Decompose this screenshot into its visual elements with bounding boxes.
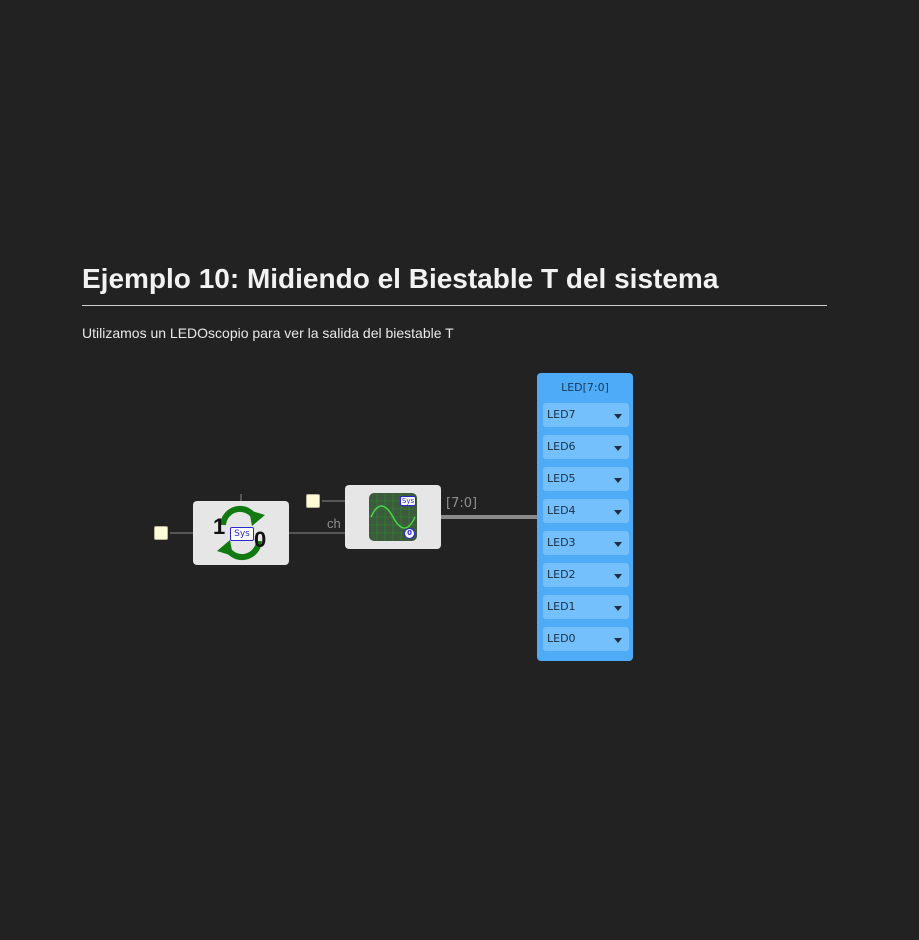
ledoscope-block[interactable]: Sys 0 bbox=[345, 485, 441, 549]
refresh-arrows-icon bbox=[217, 506, 265, 560]
led-select-label: LED1 bbox=[547, 600, 576, 613]
chevron-down-icon bbox=[614, 446, 622, 451]
title-divider bbox=[82, 305, 827, 306]
flipflop-low-value: 0 bbox=[254, 527, 267, 552]
flipflop-sys-badge: Sys bbox=[230, 527, 254, 541]
bus-width-label: [7:0] bbox=[446, 496, 478, 511]
led-select-label: LED6 bbox=[547, 440, 576, 453]
chevron-down-icon bbox=[614, 510, 622, 515]
led-bus-title: LED[7:0] bbox=[561, 381, 609, 394]
chevron-down-icon bbox=[614, 638, 622, 643]
page-description: Utilizamos un LEDOscopio para ver la sal… bbox=[82, 325, 454, 341]
led-select-label: LED4 bbox=[547, 504, 576, 517]
led-select-label: LED2 bbox=[547, 568, 576, 581]
chevron-down-icon bbox=[614, 478, 622, 483]
chevron-down-icon bbox=[614, 414, 622, 419]
system-flipflop-block[interactable]: 1 0 Sys bbox=[193, 501, 289, 565]
led-select-label: LED5 bbox=[547, 472, 576, 485]
chevron-down-icon bbox=[614, 542, 622, 547]
led-output-bus: LED[7:0] LED7 LED6 LED5 LED4 LED3 LED2 L… bbox=[537, 373, 633, 661]
led-select-5[interactable]: LED5 bbox=[543, 467, 629, 491]
led-select-6[interactable]: LED6 bbox=[543, 435, 629, 459]
led-select-1[interactable]: LED1 bbox=[543, 595, 629, 619]
chevron-down-icon bbox=[614, 574, 622, 579]
flipflop-high-value: 1 bbox=[213, 514, 226, 539]
led-select-label: LED0 bbox=[547, 632, 576, 645]
flipflop-clock-input[interactable] bbox=[154, 526, 168, 540]
page-title: Ejemplo 10: Midiendo el Biestable T del … bbox=[82, 263, 719, 294]
scope-index-badge: 0 bbox=[404, 528, 415, 539]
led-select-7[interactable]: LED7 bbox=[543, 403, 629, 427]
led-select-2[interactable]: LED2 bbox=[543, 563, 629, 587]
led-select-label: LED7 bbox=[547, 408, 576, 421]
chevron-down-icon bbox=[614, 606, 622, 611]
led-select-3[interactable]: LED3 bbox=[543, 531, 629, 555]
scope-sys-badge: Sys bbox=[400, 496, 416, 506]
wire-label-ch: ch bbox=[327, 516, 341, 531]
led-select-label: LED3 bbox=[547, 536, 576, 549]
led-select-4[interactable]: LED4 bbox=[543, 499, 629, 523]
scope-input[interactable] bbox=[306, 494, 320, 508]
led-select-0[interactable]: LED0 bbox=[543, 627, 629, 651]
